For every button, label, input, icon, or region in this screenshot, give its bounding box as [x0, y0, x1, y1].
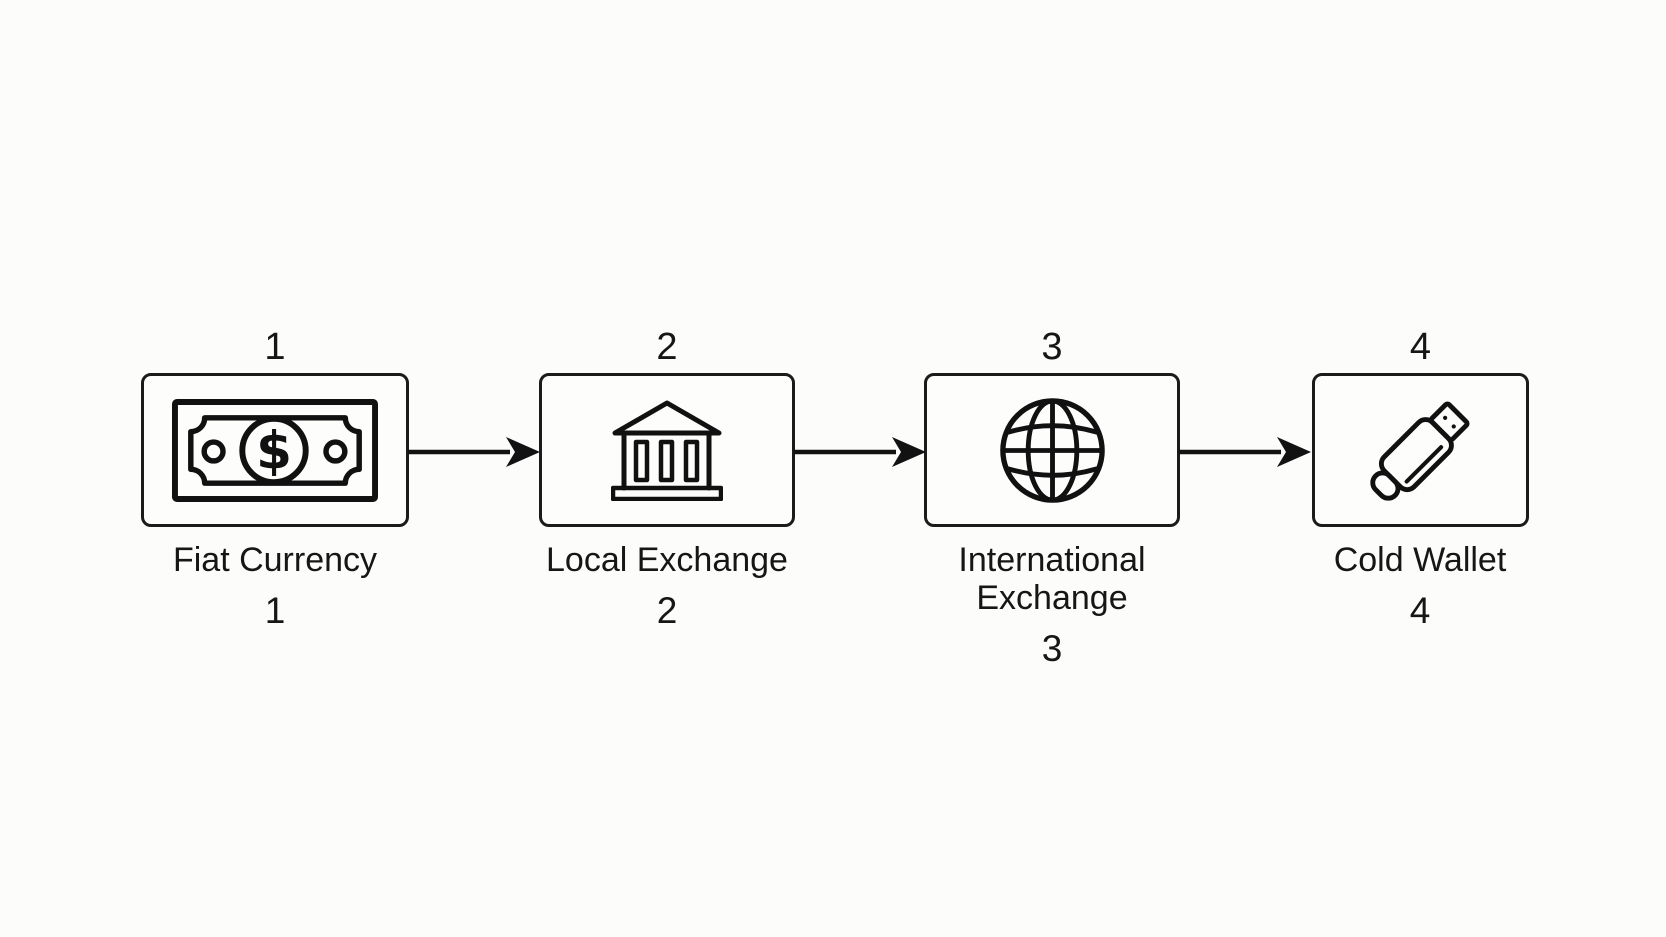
usb-drive-icon [1369, 401, 1470, 501]
arrow-international-to-cold [1179, 437, 1311, 467]
step-2-bottom-number: 2 [656, 590, 678, 631]
step-box-cold-wallet [1312, 373, 1529, 527]
arrow-fiat-to-local [408, 437, 540, 467]
step-box-international-exchange [924, 373, 1180, 527]
step-4-label: Cold Wallet [1333, 541, 1507, 579]
step-1-top-number: 1 [264, 326, 286, 368]
step-2-top-number: 2 [656, 326, 678, 368]
step-2-caption: Local Exchange 2 [497, 541, 837, 631]
step-1-bottom-number: 1 [264, 590, 286, 631]
bank-building-icon [611, 400, 723, 501]
step-box-fiat-currency: $ [141, 373, 409, 527]
globe-icon [999, 397, 1105, 503]
step-4-top-number: 4 [1409, 326, 1432, 368]
step-3-top-number: 3 [1041, 326, 1063, 368]
step-2-label: Local Exchange [546, 541, 788, 579]
svg-text:$: $ [256, 421, 292, 481]
step-1-caption: Fiat Currency 1 [105, 541, 445, 631]
step-4-caption: Cold Wallet 4 [1250, 541, 1590, 631]
banknote-icon: $ [171, 398, 379, 502]
arrow-local-to-international [794, 437, 926, 467]
step-3-label: International Exchange [958, 541, 1146, 617]
step-3-bottom-number: 3 [1041, 628, 1063, 669]
step-box-local-exchange [539, 373, 795, 527]
step-3-caption: International Exchange 3 [927, 541, 1177, 669]
step-4-bottom-number: 4 [1409, 590, 1431, 631]
step-1-label: Fiat Currency [172, 541, 378, 579]
